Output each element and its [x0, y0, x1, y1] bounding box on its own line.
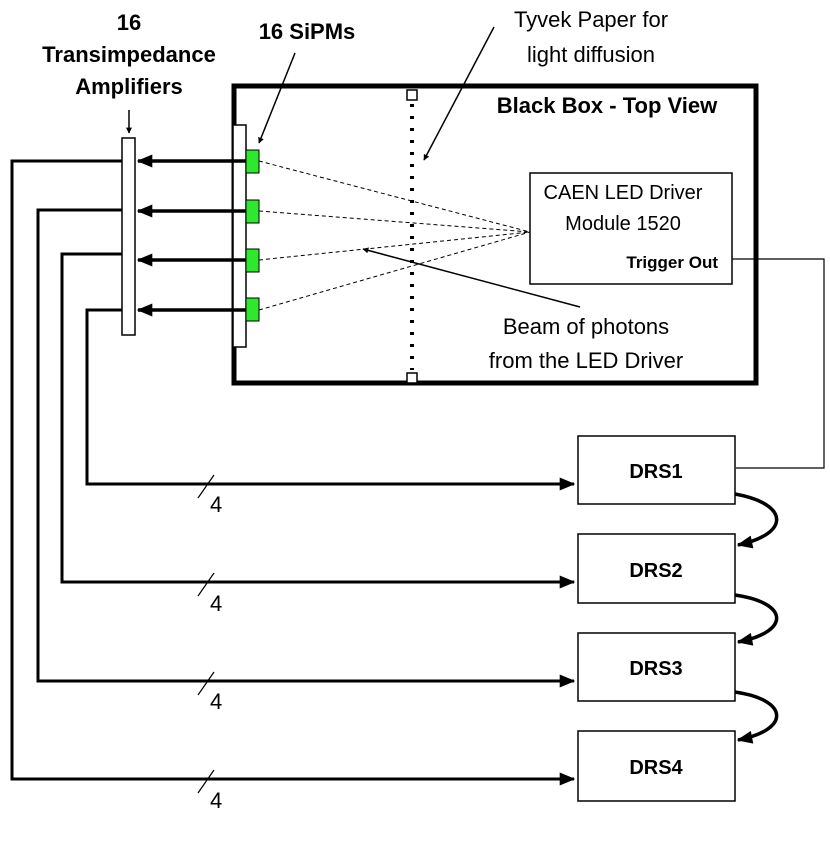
sipms-pointer-arrow: [258, 52, 296, 144]
tyvek-label-line1: Tyvek Paper for: [514, 7, 668, 32]
sipm-4: [245, 297, 260, 322]
bus-width-label-2: 4: [210, 591, 222, 616]
sipms-label: 16 SiPMs: [259, 19, 356, 44]
bus-slash-3: [197, 671, 215, 696]
beam-label-line1: Beam of photons: [503, 314, 669, 339]
drs-box-4: [577, 730, 736, 802]
drs-chain-arrow-2-3: [734, 593, 779, 646]
drs-box-1: [577, 435, 736, 505]
beam-label-line2: from the LED Driver: [489, 348, 683, 373]
amplifier-board: [121, 137, 136, 336]
photon-beam-3: [258, 231, 531, 261]
amp-bus-to-drs1: [85, 308, 576, 491]
bus-width-label-4: 4: [210, 788, 222, 813]
amp-bus-to-drs4: [10, 159, 576, 786]
bus-width-label-3: 4: [210, 689, 222, 714]
sipm-2: [245, 199, 260, 224]
led-driver-label-line2: Module 1520: [565, 213, 681, 235]
photon-beam-4: [258, 231, 531, 311]
black-box-title: Black Box - Top View: [497, 93, 718, 118]
led-driver-box: [529, 172, 733, 285]
drs-label-1: DRS1: [629, 461, 682, 483]
bus-slash-1: [197, 474, 215, 499]
sipm-1: [245, 149, 260, 174]
amp-bus-to-drs3: [36, 208, 576, 688]
amp-bus-to-drs2: [60, 252, 576, 589]
drs-box-2: [577, 533, 736, 604]
tyvek-label-line2: light diffusion: [527, 42, 655, 67]
sipm-3: [245, 248, 260, 273]
drs-chain-arrow-1-2: [734, 492, 779, 549]
sipm-board: [232, 124, 247, 348]
amplifiers-count-label: 16: [117, 10, 141, 35]
photon-beam-2: [258, 210, 531, 233]
beam-pointer-arrow: [362, 247, 581, 308]
bus-width-label-1: 4: [210, 492, 222, 517]
amplifiers-label-line1: Transimpedance: [42, 42, 216, 67]
amplifiers-label-line2: Amplifiers: [75, 74, 183, 99]
tyvek-bottom-marker: [406, 372, 418, 384]
bus-slash-2: [197, 572, 215, 597]
tyvek-top-marker: [406, 89, 418, 101]
trigger-connection: [732, 258, 825, 469]
tyvek-pointer-arrow: [423, 26, 495, 161]
drs-label-3: DRS3: [629, 658, 682, 680]
drs-chain-arrow-3-4: [734, 690, 779, 744]
led-driver-label-line1: CAEN LED Driver: [544, 182, 703, 204]
bus-slash-4: [197, 769, 215, 794]
drs-label-4: DRS4: [629, 757, 683, 779]
trigger-out-label: Trigger Out: [626, 253, 718, 272]
drs-label-2: DRS2: [629, 560, 682, 582]
drs-box-3: [577, 632, 736, 702]
photon-beam-1: [258, 160, 531, 233]
